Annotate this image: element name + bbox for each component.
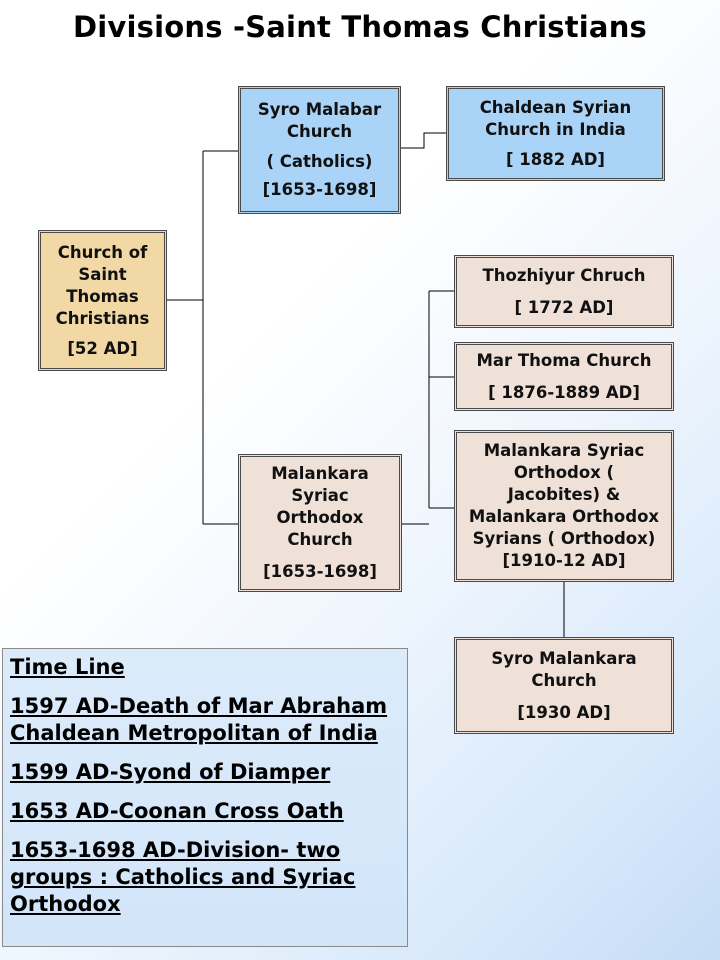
node-name: Church of Saint Thomas Christians [55, 242, 150, 328]
node-date: [52 AD] [67, 338, 138, 358]
node-name: Syro Malankara Church [491, 648, 637, 690]
node-name: Malankara Syriac Orthodox ( Jacobites) &… [468, 441, 660, 548]
timeline-panel: Time Line 1597 AD-Death of Mar Abraham C… [2, 648, 408, 947]
node-date: [1910-12 AD] [502, 551, 626, 570]
node-syro-malabar-church: Syro Malabar Church ( Catholics) [1653-1… [238, 86, 401, 214]
node-saint-thomas-christians: Church of Saint Thomas Christians [52 AD… [38, 230, 167, 371]
node-name: Malankara Syriac Orthodox Church [271, 464, 369, 549]
node-name: Syro Malabar Church [257, 100, 382, 141]
connector-syro-malabar-to-chaldean [400, 132, 447, 149]
node-malankara-syriac-orthodox-church: Malankara Syriac Orthodox Church [1653-1… [238, 454, 402, 592]
node-name: Mar Thoma Church [476, 350, 652, 370]
node-mar-thoma-church: Mar Thoma Church [ 1876-1889 AD] [454, 342, 674, 411]
node-name: Thozhiyur Chruch [482, 265, 646, 285]
node-date: [ 1772 AD] [514, 297, 614, 317]
timeline-event: 1597 AD-Death of Mar Abraham Chaldean Me… [10, 694, 388, 745]
timeline-event: 1599 AD-Syond of Diamper [10, 760, 331, 784]
page-title: Divisions -Saint Thomas Christians [72, 10, 648, 44]
node-chaldean-syrian-church: Chaldean Syrian Church in India [ 1882 A… [446, 86, 665, 181]
node-name: Chaldean Syrian Church in India [479, 97, 632, 139]
node-date: [1653-1698] [263, 562, 377, 581]
timeline-event: 1653 AD-Coonan Cross Oath [10, 799, 344, 823]
node-jacobites-and-orthodox: Malankara Syriac Orthodox ( Jacobites) &… [454, 430, 674, 582]
timeline-event: 1653-1698 AD-Division- two groups : Cath… [10, 838, 356, 916]
node-date: [1653-1698] [262, 180, 377, 199]
node-date: [ 1876-1889 AD] [488, 382, 640, 402]
node-note: ( Catholics) [266, 152, 373, 171]
timeline-heading: Time Line [10, 655, 125, 679]
node-thozhiyur-church: Thozhiyur Chruch [ 1772 AD] [454, 255, 674, 328]
node-syro-malankara-church: Syro Malankara Church [1930 AD] [454, 637, 674, 734]
node-date: [ 1882 AD] [506, 149, 605, 169]
node-date: [1930 AD] [517, 702, 611, 722]
